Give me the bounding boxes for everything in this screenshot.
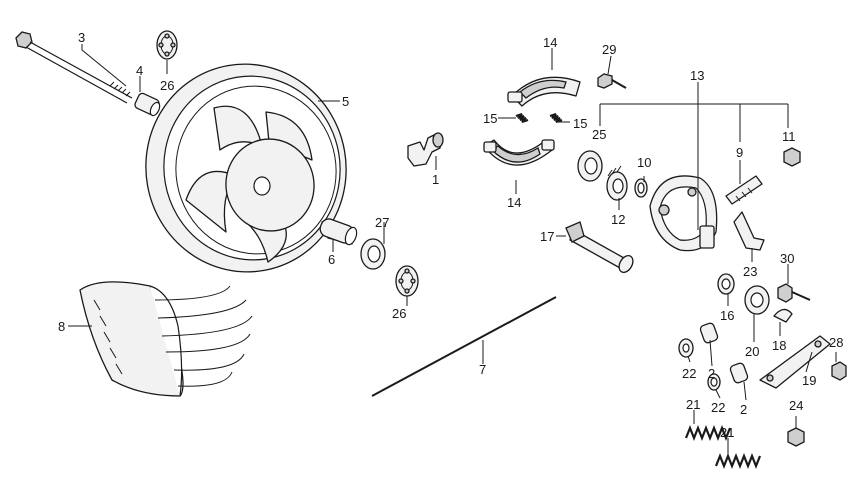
pin-part-upper xyxy=(678,338,694,358)
callout-20: 20 xyxy=(745,344,759,359)
callout-19: 19 xyxy=(802,373,816,388)
callout-17: 17 xyxy=(540,229,554,244)
spring-part-right xyxy=(549,112,563,124)
brake-shoe-part-lower xyxy=(483,139,555,166)
nut-part-28 xyxy=(831,361,847,381)
brake-shoe-part-upper xyxy=(507,76,581,107)
washer-part-16 xyxy=(717,273,735,295)
callout-26-upper: 26 xyxy=(160,78,174,93)
tire-part xyxy=(79,281,253,397)
callout-27: 27 xyxy=(375,215,389,230)
callout-11: 11 xyxy=(782,129,796,144)
callout-28: 28 xyxy=(829,335,843,350)
bearing-part-lower xyxy=(395,265,419,297)
callout-16: 16 xyxy=(720,308,734,323)
callout-9: 9 xyxy=(736,145,743,160)
callout-26-lower: 26 xyxy=(392,306,406,321)
callout-29: 29 xyxy=(602,42,616,57)
callout-4: 4 xyxy=(136,63,143,78)
callout-6: 6 xyxy=(328,252,335,267)
callout-24: 24 xyxy=(789,398,803,413)
callout-14-upper: 14 xyxy=(543,35,557,50)
callout-12: 12 xyxy=(611,212,625,227)
return-spring-part xyxy=(744,285,770,315)
clip-part-18 xyxy=(773,308,793,323)
callout-5: 5 xyxy=(342,94,349,109)
wheel-rim-part xyxy=(145,63,347,273)
callout-25: 25 xyxy=(592,127,606,142)
joint-part-lower xyxy=(729,362,749,384)
callout-23: 23 xyxy=(743,264,757,279)
bolt-part-29 xyxy=(597,73,627,89)
brake-arm-part xyxy=(759,335,831,389)
callout-1: 1 xyxy=(432,172,439,187)
cam-shaft-part xyxy=(565,221,634,274)
callout-3: 3 xyxy=(78,30,85,45)
callout-10: 10 xyxy=(637,155,651,170)
callout-21-upper: 21 xyxy=(686,397,700,412)
callout-8: 8 xyxy=(58,319,65,334)
callout-21-lower: 21 xyxy=(720,425,734,440)
spring-part-21-upper xyxy=(684,425,732,441)
spacer-part xyxy=(319,218,358,246)
pin-part-lower xyxy=(707,373,721,391)
callout-22-upper: 22 xyxy=(682,366,696,381)
callout-18: 18 xyxy=(772,338,786,353)
callout-30: 30 xyxy=(780,251,794,266)
brake-cam-part xyxy=(725,175,763,205)
callout-22-lower: 22 xyxy=(711,400,725,415)
callout-labels: 3 4 26 5 1 6 27 26 8 7 14 14 15 15 29 13… xyxy=(58,30,843,440)
washer-part-10 xyxy=(634,178,648,198)
callout-15-right: 15 xyxy=(573,116,587,131)
bolt-part-30 xyxy=(777,283,811,303)
bearing-part-upper xyxy=(156,30,178,60)
indicator-plate-part xyxy=(606,165,628,201)
bracket-part-23 xyxy=(733,211,765,251)
callout-7: 7 xyxy=(479,362,486,377)
callout-2-lower: 2 xyxy=(740,402,747,417)
callout-15-left: 15 xyxy=(483,111,497,126)
joint-part-upper xyxy=(699,322,719,344)
valve-part xyxy=(407,132,444,167)
callout-14-lower: 14 xyxy=(507,195,521,210)
spring-part-left xyxy=(515,112,529,124)
spring-part-21-lower xyxy=(714,453,762,469)
nut-part-11 xyxy=(783,147,801,167)
axle-part xyxy=(15,31,133,104)
callout-13: 13 xyxy=(690,68,704,83)
seal-part-25 xyxy=(577,150,603,182)
oil-seal-part xyxy=(360,238,386,270)
nut-part-24 xyxy=(787,427,805,447)
brake-panel-part xyxy=(649,175,718,252)
callout-2-upper: 2 xyxy=(708,366,715,381)
leader-lines xyxy=(68,44,837,454)
collar-part xyxy=(134,92,161,117)
brake-cable-part xyxy=(371,296,557,397)
